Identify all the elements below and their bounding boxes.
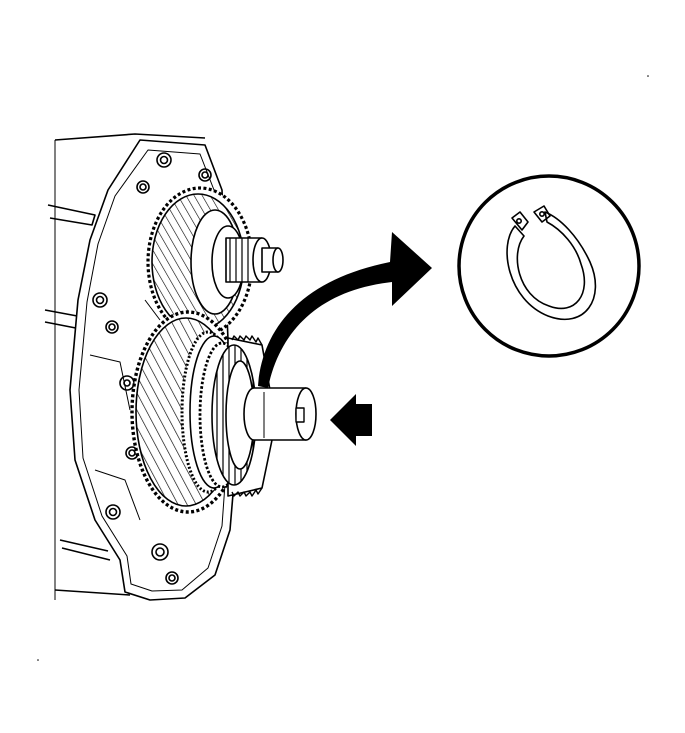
snap-ring-callout [457, 174, 641, 358]
curved-arrow-icon [258, 232, 432, 388]
arrow-left-icon [330, 394, 372, 446]
main-gear [130, 310, 317, 514]
snap-ring [506, 205, 597, 321]
upper-gear [146, 186, 284, 338]
